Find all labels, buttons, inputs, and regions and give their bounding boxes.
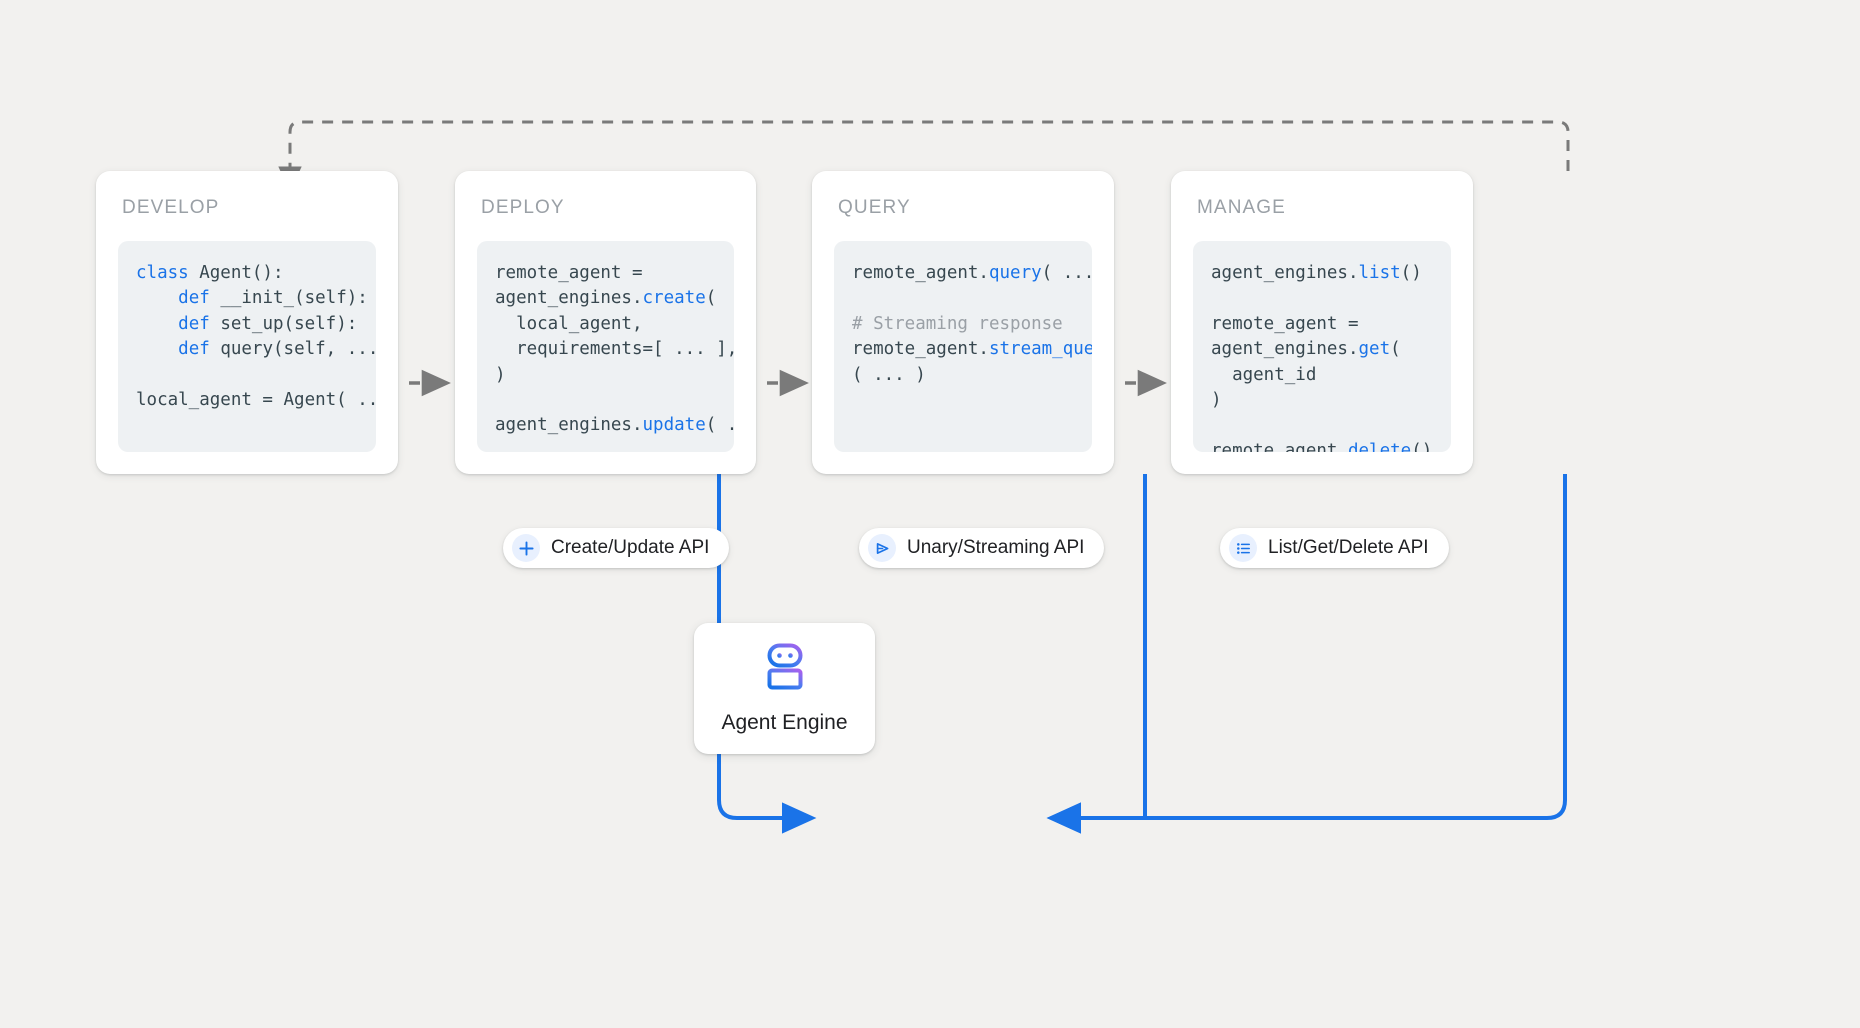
stage-title-query: QUERY bbox=[838, 197, 911, 218]
query-to-agent-engine-connector bbox=[1046, 474, 1147, 834]
robot-icon bbox=[757, 642, 813, 699]
stage-title-deploy: DEPLOY bbox=[481, 197, 565, 218]
stage-card-develop: DEVELOP class Agent(): def __init_(self)… bbox=[96, 171, 398, 474]
code-block-query: remote_agent.query( ... ) # Streaming re… bbox=[834, 241, 1092, 452]
stage-card-query: QUERY remote_agent.query( ... ) # Stream… bbox=[812, 171, 1114, 474]
api-pill-create-update[interactable]: Create/Update API bbox=[503, 528, 730, 568]
plus-icon bbox=[512, 534, 540, 562]
stage-card-manage: MANAGE agent_engines.list() remote_agent… bbox=[1171, 171, 1473, 474]
list-icon bbox=[1229, 534, 1257, 562]
manage-to-agent-engine-connector bbox=[1046, 474, 1567, 834]
api-pill-list-get-delete[interactable]: List/Get/Delete API bbox=[1220, 528, 1449, 568]
stage-title-manage: MANAGE bbox=[1197, 197, 1286, 218]
api-pill-label: Unary/Streaming API bbox=[907, 537, 1085, 558]
api-pill-label: Create/Update API bbox=[551, 537, 710, 558]
api-pill-label: List/Get/Delete API bbox=[1268, 537, 1429, 558]
code-block-manage: agent_engines.list() remote_agent = agen… bbox=[1193, 241, 1451, 452]
code-block-deploy: remote_agent = agent_engines.create( loc… bbox=[477, 241, 734, 452]
agent-engine-node[interactable]: Agent Engine bbox=[694, 623, 875, 754]
code-block-develop: class Agent(): def __init_(self): def se… bbox=[118, 241, 376, 452]
stage-title-develop: DEVELOP bbox=[122, 197, 220, 218]
agent-engine-label: Agent Engine bbox=[721, 711, 848, 734]
stage-card-deploy: DEPLOY remote_agent = agent_engines.crea… bbox=[455, 171, 756, 474]
send-triangle-icon bbox=[868, 534, 896, 562]
api-pill-unary-streaming[interactable]: Unary/Streaming API bbox=[859, 528, 1105, 568]
